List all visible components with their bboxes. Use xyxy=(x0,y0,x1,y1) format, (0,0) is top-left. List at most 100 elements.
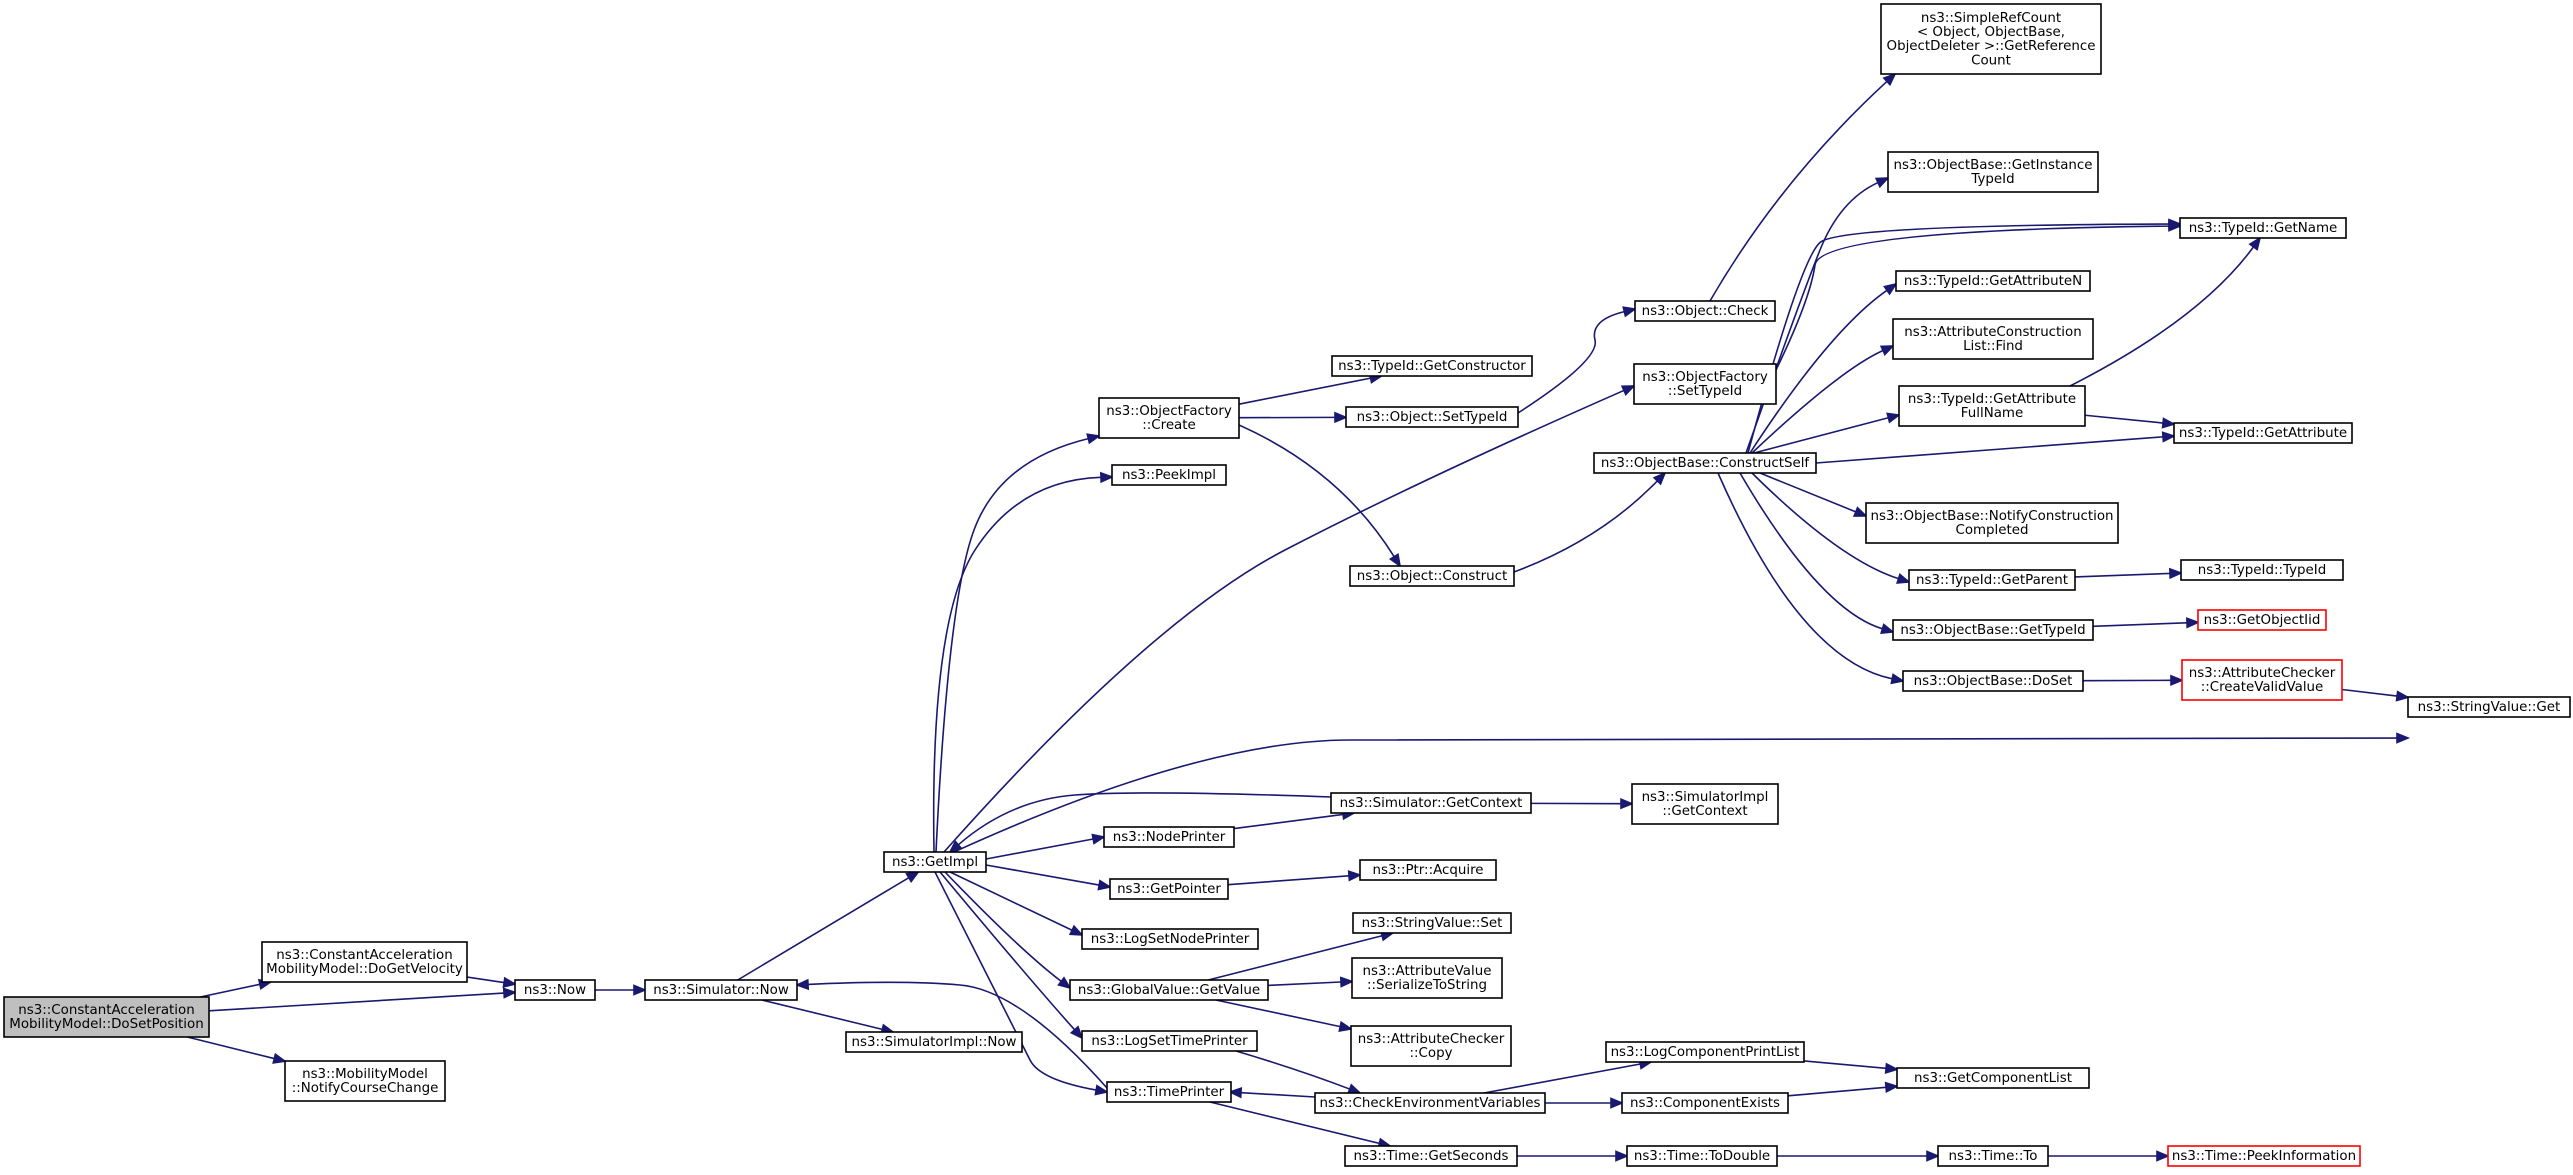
edge-checkEnv-to-compExists xyxy=(1545,1097,1625,1109)
edge-line xyxy=(1208,934,1383,981)
node-label-line: ns3::Time::GetSeconds xyxy=(1354,1149,1509,1164)
edge-line xyxy=(208,992,505,1012)
node-logSetNode[interactable]: ns3::LogSetNodePrinter xyxy=(1081,928,1259,950)
node-box xyxy=(1331,355,1533,377)
edge-line xyxy=(932,476,1102,853)
node-avSerialize[interactable]: ns3::AttributeValue::SerializeToString xyxy=(1351,957,1503,999)
edge-arrowhead xyxy=(2170,674,2185,687)
node-label-line: ns3::ObjectFactory xyxy=(1106,404,1232,419)
node-label-line: ::GetContext xyxy=(1662,804,1747,819)
node-ofSetTypeId[interactable]: ns3::ObjectFactory::SetTypeId xyxy=(1633,363,1777,405)
node-getPointer[interactable]: ns3::GetPointer xyxy=(1109,878,1229,900)
node-getImpl[interactable]: ns3::GetImpl xyxy=(883,851,987,873)
edge-arrowhead xyxy=(1882,72,1897,87)
node-construct[interactable]: ns3::ObjectBase::ConstructSelf xyxy=(1593,452,1817,474)
node-timePrinter[interactable]: ns3::TimePrinter xyxy=(1106,1081,1232,1103)
node-label-line: ns3::SimulatorImpl xyxy=(1642,790,1769,805)
node-box xyxy=(1081,928,1259,950)
edge-line xyxy=(1240,1091,1316,1098)
node-notify[interactable]: ns3::MobilityModel::NotifyCourseChange xyxy=(284,1060,446,1102)
node-box xyxy=(2180,559,2344,581)
edge-arrowhead xyxy=(948,839,963,854)
edge-arrowhead xyxy=(794,978,810,991)
node-doGetVel[interactable]: ns3::ConstantAccelerationMobilityModel::… xyxy=(261,941,468,983)
edge-logSetTime-to-checkEnv xyxy=(1235,1050,1362,1095)
edge-arrowhead xyxy=(1615,1150,1630,1162)
edge-arrowhead xyxy=(1346,1083,1362,1095)
node-tidTypeId[interactable]: ns3::TypeId::TypeId xyxy=(2180,559,2344,581)
node-simGetContext[interactable]: ns3::Simulator::GetContext xyxy=(1330,792,1532,814)
node-obGetTypeId[interactable]: ns3::ObjectBase::GetTypeId xyxy=(1892,619,2094,641)
node-tidGetParent[interactable]: ns3::TypeId::GetParent xyxy=(1908,569,2076,591)
node-getCompList[interactable]: ns3::GetComponentList xyxy=(1896,1067,2090,1089)
node-box xyxy=(1359,859,1497,881)
node-acCopy[interactable]: ns3::AttributeChecker::Copy xyxy=(1350,1025,1512,1067)
node-timeToDouble[interactable]: ns3::Time::ToDouble xyxy=(1626,1145,1778,1167)
edge-construct-to-tidGetAttrFull xyxy=(1753,412,1902,454)
node-box xyxy=(1109,878,1229,900)
node-compExists[interactable]: ns3::ComponentExists xyxy=(1621,1092,1789,1114)
node-objConstruct[interactable]: ns3::Object::Construct xyxy=(1349,565,1515,587)
node-svGet[interactable]: ns3::StringValue::Get xyxy=(2407,696,2571,718)
node-objSetTypeId[interactable]: ns3::Object::SetTypeId xyxy=(1345,406,1519,428)
node-box xyxy=(1103,826,1235,848)
node-box xyxy=(1351,957,1503,999)
edge-arrowhead xyxy=(1890,673,1906,685)
node-acCreateValid[interactable]: ns3::AttributeChecker::CreateValidValue xyxy=(2181,659,2343,701)
node-peekImpl[interactable]: ns3::PeekImpl xyxy=(1111,464,1227,486)
node-checkEnv[interactable]: ns3::CheckEnvironmentVariables xyxy=(1314,1092,1546,1114)
edge-line xyxy=(985,864,1100,886)
node-box xyxy=(3,996,210,1038)
node-timePeekInfo[interactable]: ns3::Time::PeekInformation xyxy=(2167,1145,2361,1167)
node-simNow[interactable]: ns3::Simulator::Now xyxy=(644,979,798,1001)
node-now[interactable]: ns3::Now xyxy=(514,979,596,1001)
node-box xyxy=(1106,1081,1232,1103)
node-label-line: ::NotifyCourseChange xyxy=(292,1081,439,1096)
node-label-line: ns3::TimePrinter xyxy=(1114,1085,1225,1100)
edge-line xyxy=(2074,572,2171,578)
node-svSet[interactable]: ns3::StringValue::Set xyxy=(1352,912,1512,934)
edge-getImpl-to-nodePrinter xyxy=(985,833,1107,860)
node-label-line: ns3::AttributeChecker xyxy=(2189,666,2336,681)
node-simImplGetContext[interactable]: ns3::SimulatorImpl::GetContext xyxy=(1631,783,1779,825)
node-tidGetAttr[interactable]: ns3::TypeId::GetAttribute xyxy=(2173,422,2353,444)
node-box xyxy=(261,941,468,983)
edge-construct-to-obDoSet xyxy=(1717,472,1906,685)
node-objCheck[interactable]: ns3::Object::Check xyxy=(1634,300,1776,322)
node-tidGetAttrN[interactable]: ns3::TypeId::GetAttributeN xyxy=(1895,270,2091,292)
node-box xyxy=(1896,1067,2090,1089)
node-tidGetName[interactable]: ns3::TypeId::GetName xyxy=(2179,217,2347,239)
edge-arrowhead xyxy=(1883,282,1898,296)
node-obDoSet[interactable]: ns3::ObjectBase::DoSet xyxy=(1902,670,2084,692)
node-timeGetSeconds[interactable]: ns3::Time::GetSeconds xyxy=(1344,1145,1518,1167)
node-gvGetValue[interactable]: ns3::GlobalValue::GetValue xyxy=(1069,979,1269,1001)
node-getConstructor[interactable]: ns3::TypeId::GetConstructor xyxy=(1331,355,1533,377)
edge-arrowhead xyxy=(1068,924,1084,936)
node-logSetTime[interactable]: ns3::LogSetTimePrinter xyxy=(1081,1030,1258,1052)
edge-getImpl-to-peekImpl xyxy=(932,471,1115,853)
node-obNotifyConstr[interactable]: ns3::ObjectBase::NotifyConstructionCompl… xyxy=(1865,502,2119,544)
edge-arrowhead xyxy=(1852,506,1868,517)
edge-line xyxy=(1751,349,1884,454)
edge-gvGetValue-to-acCopy xyxy=(1215,999,1354,1033)
node-label-line: ns3::MobilityModel xyxy=(302,1067,428,1082)
node-ofCreate[interactable]: ns3::ObjectFactory::Create xyxy=(1098,397,1240,439)
node-simImplNow[interactable]: ns3::SimulatorImpl::Now xyxy=(845,1031,1023,1053)
edge-arrowhead xyxy=(2395,690,2411,702)
node-logCompPrintList[interactable]: ns3::LogComponentPrintList xyxy=(1605,1041,1805,1063)
node-label-line: ns3::TypeId::TypeId xyxy=(2198,563,2326,578)
node-nodePrinter[interactable]: ns3::NodePrinter xyxy=(1103,826,1235,848)
node-label-line: ns3::Object::SetTypeId xyxy=(1357,410,1508,425)
node-label-line: ns3::SimpleRefCount xyxy=(1921,11,2061,26)
edge-arrowhead xyxy=(1896,572,1912,584)
node-timeTo[interactable]: ns3::Time::To xyxy=(1937,1145,2049,1167)
edge-arrowhead xyxy=(1086,433,1102,445)
node-getObjectIid[interactable]: ns3::GetObjectIid xyxy=(2197,609,2327,631)
edge-line xyxy=(1267,981,1342,987)
node-ptrAcquire[interactable]: ns3::Ptr::Acquire xyxy=(1359,859,1497,881)
edge-root-to-doGetVel xyxy=(200,978,273,998)
node-simpleRef[interactable]: ns3::SimpleRefCount< Object, ObjectBase,… xyxy=(1880,3,2102,75)
